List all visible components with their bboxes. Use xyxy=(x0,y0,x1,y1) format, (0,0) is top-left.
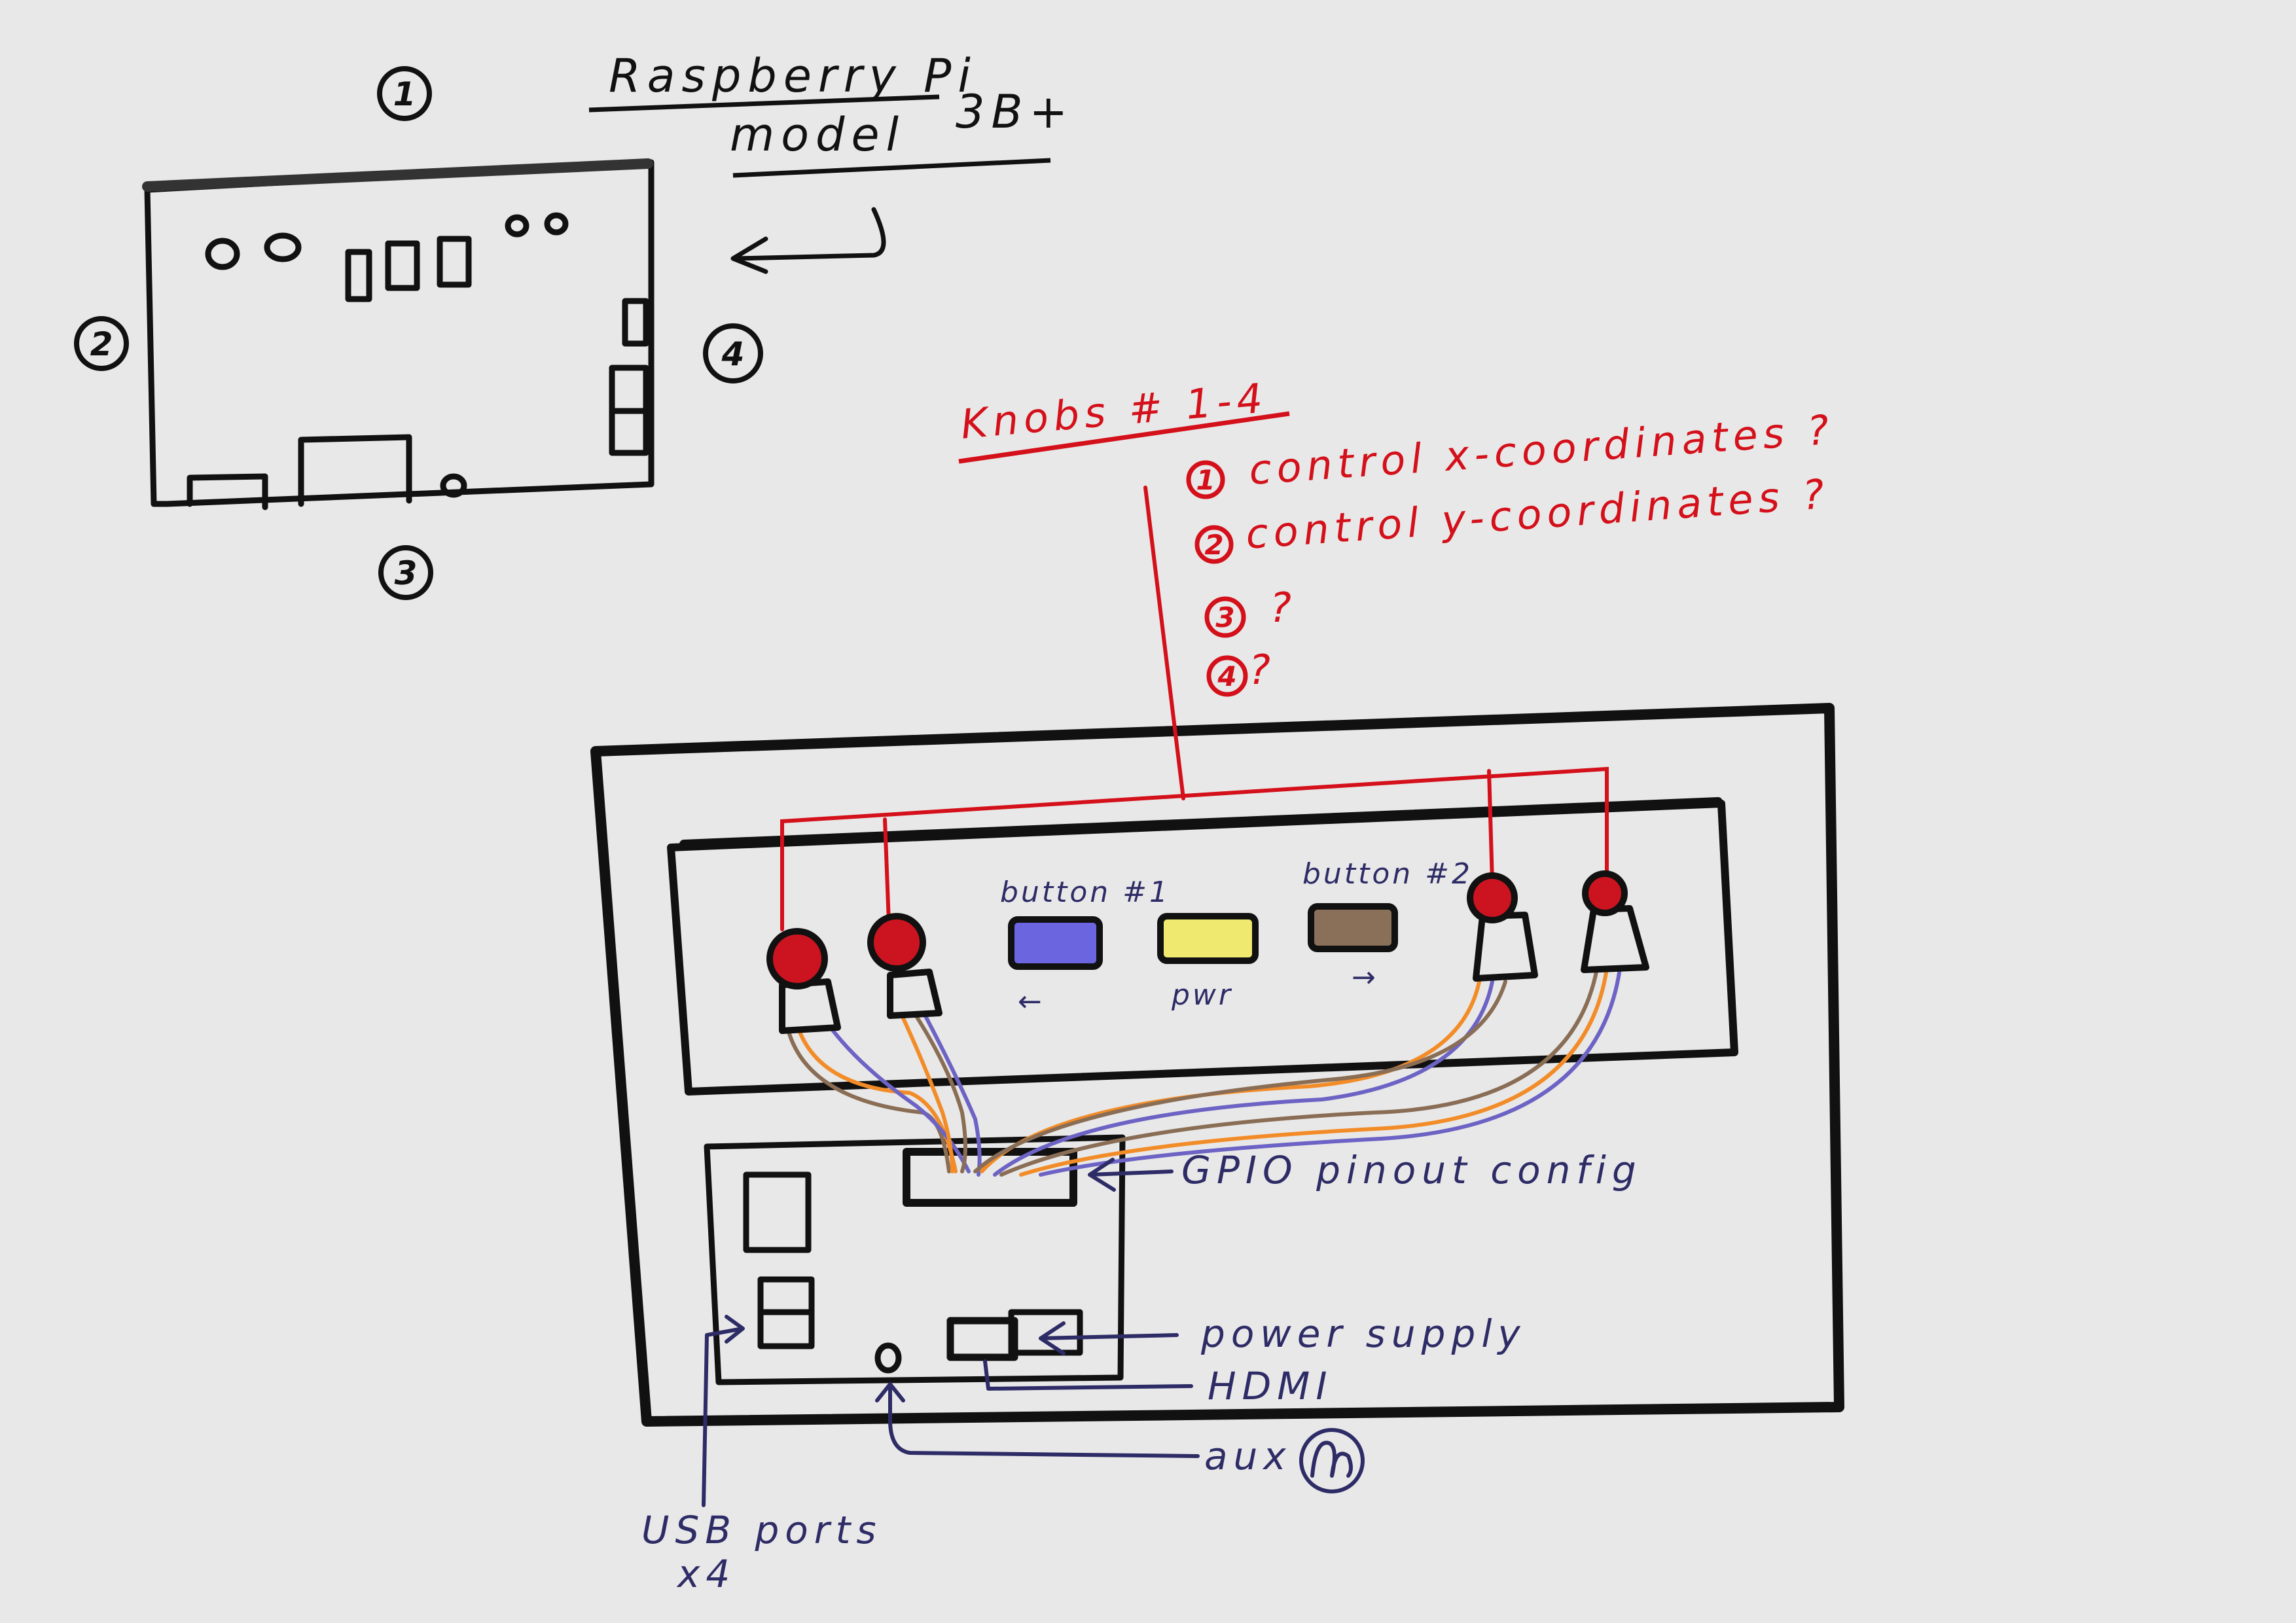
power-callout-label: power supply xyxy=(1200,1311,1526,1356)
button-2 xyxy=(1308,903,1398,952)
knob-2 xyxy=(867,913,942,1019)
title-block: Raspberry Pi model 3B+ xyxy=(588,49,1074,274)
pi-port-bottom xyxy=(298,434,412,507)
pi-hole xyxy=(205,238,240,270)
side-marker-3: 3 xyxy=(395,554,418,592)
enclosure-outer xyxy=(590,703,1844,1427)
side-marker-1: 1 xyxy=(393,75,416,113)
usb-callout-count: x4 xyxy=(676,1552,736,1596)
gpio-wires xyxy=(783,967,1622,1177)
callouts xyxy=(702,1158,1365,1507)
pi-board-outline xyxy=(144,159,655,507)
side-marker-4: 4 xyxy=(721,335,745,373)
knobs-notes: Knobs # 1-4 1 control x-coordinates ? 2 … xyxy=(958,374,1836,697)
title-line-1: Raspberry Pi xyxy=(609,49,977,103)
callout-labels: GPIO pinout config power supply HDMI aux… xyxy=(641,1148,1642,1596)
knob-note-number-1: 1 xyxy=(1196,464,1215,496)
power-port xyxy=(1008,1309,1083,1356)
aux-jack xyxy=(874,1342,902,1374)
knob-note-number-4: 4 xyxy=(1217,660,1236,692)
title-model-number: 3B+ xyxy=(956,85,1074,139)
knob-3 xyxy=(1467,872,1538,982)
knob-4 xyxy=(1581,870,1649,973)
gpio-header xyxy=(903,1148,1077,1207)
knobs xyxy=(766,870,1649,1034)
pi-hole xyxy=(264,232,302,262)
aux-icon xyxy=(1310,1440,1353,1478)
enclosure xyxy=(590,703,1844,1427)
button-2-direction-arrow: → xyxy=(1352,961,1378,994)
pi-chip xyxy=(345,249,372,302)
aux-icon-circle xyxy=(1299,1428,1365,1493)
knob-note-3: ? xyxy=(1270,584,1297,632)
hdmi-port xyxy=(946,1317,1018,1361)
pi-board-inner xyxy=(704,1134,1126,1385)
buttons: button #1 button #2 pwr ← → xyxy=(1000,857,1473,1018)
side-marker-2: 2 xyxy=(90,325,113,363)
knob-note-4: ? xyxy=(1249,646,1276,694)
knob-note-number-2: 2 xyxy=(1204,529,1223,561)
pi-chip xyxy=(385,240,420,291)
button-1-direction-arrow: ← xyxy=(1018,985,1045,1018)
hdmi-callout-label: HDMI xyxy=(1208,1364,1333,1408)
pwr-caption: pwr xyxy=(1171,978,1233,1012)
aux-callout-label: aux xyxy=(1204,1434,1292,1478)
button-2-label: button #2 xyxy=(1302,857,1473,891)
button-1-label: button #1 xyxy=(1000,876,1170,909)
pi-hole xyxy=(505,214,529,238)
usb-callout-label: USB ports xyxy=(641,1508,882,1552)
knob-1 xyxy=(766,928,841,1034)
usb-callout-arrow xyxy=(702,1315,745,1507)
inner-chip xyxy=(743,1171,812,1253)
pi-chip xyxy=(437,236,472,288)
gpio-callout-label: GPIO pinout config xyxy=(1181,1148,1642,1192)
button-1 xyxy=(1008,916,1103,970)
hdmi-callout-line xyxy=(983,1359,1193,1391)
aux-callout-arrow xyxy=(875,1382,1200,1458)
pi-audio-jack xyxy=(440,473,467,498)
power-button xyxy=(1157,913,1259,964)
pi-port-side xyxy=(622,298,649,347)
pi-port-bottom xyxy=(187,473,268,510)
title-line-2: model xyxy=(730,108,905,162)
pi-board-overview xyxy=(142,158,655,510)
title-arrow xyxy=(730,207,886,274)
knob-wires-red xyxy=(780,486,1609,931)
gpio-callout-arrow xyxy=(1088,1158,1174,1192)
side-markers: 1 2 3 4 xyxy=(74,66,763,600)
knob-note-number-3: 3 xyxy=(1215,601,1234,633)
power-callout-arrow xyxy=(1039,1321,1179,1355)
pi-hole xyxy=(544,212,569,236)
